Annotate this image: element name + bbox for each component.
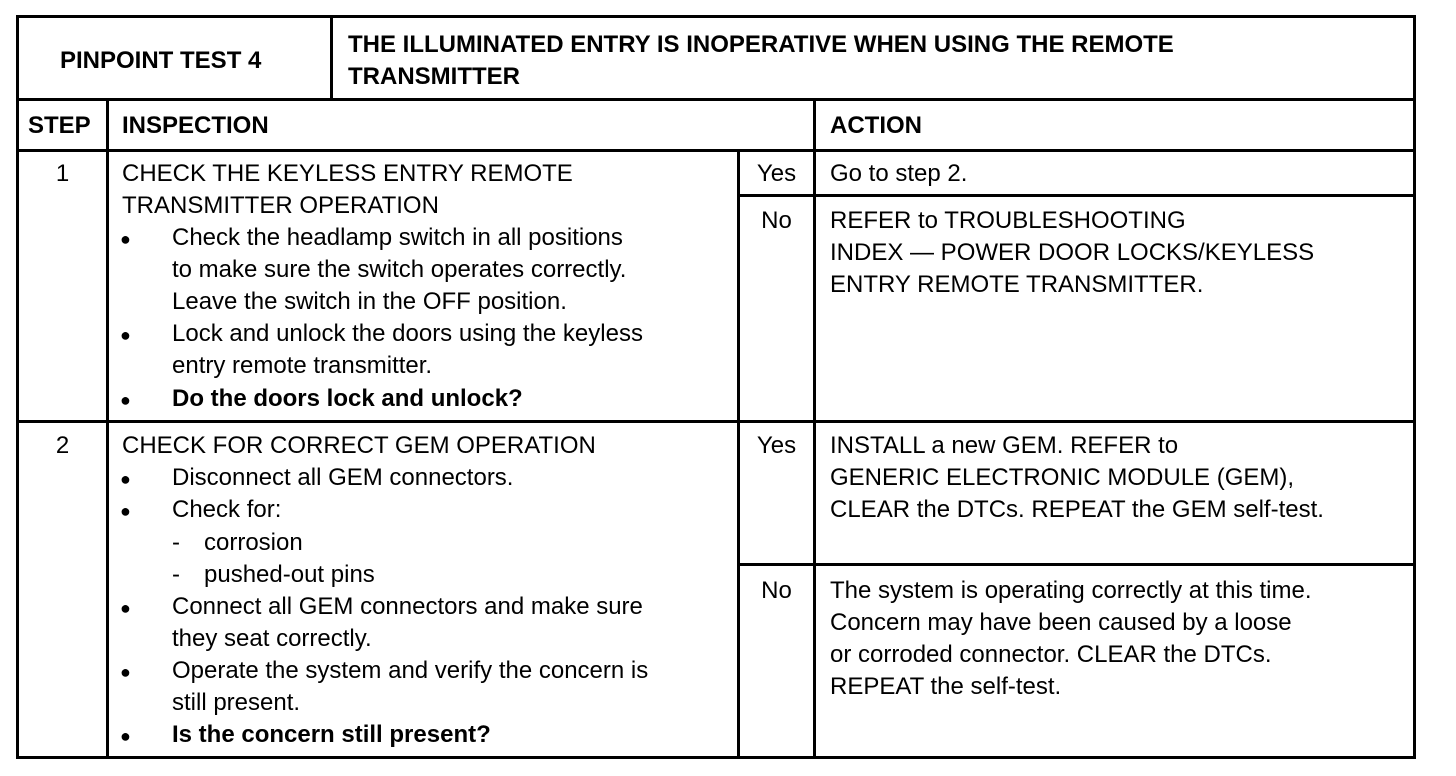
inspection-subline: pushed-out pins: [204, 561, 375, 588]
inspection-line: Check the headlamp switch in all positio…: [172, 224, 623, 251]
bullet-icon: ●: [120, 469, 131, 489]
inspection-line: Check for:: [172, 496, 282, 523]
no-label: No: [761, 207, 792, 234]
test-title-line2: TRANSMITTER: [348, 63, 520, 90]
inspection-line: entry remote transmitter.: [172, 352, 433, 379]
test-title-line1: THE ILLUMINATED ENTRY IS INOPERATIVE WHE…: [348, 31, 1174, 58]
inspection-question: Do the doors lock and unlock?: [172, 385, 523, 412]
dash-icon: -: [172, 561, 180, 588]
inspection-line: Connect all GEM connectors and make sure: [172, 593, 643, 620]
dash-icon: -: [172, 529, 180, 556]
action-line: Go to step 2.: [830, 160, 968, 187]
pinpoint-test-table: [16, 15, 1416, 759]
rule-action-divider: [813, 98, 816, 759]
column-header-action: ACTION: [830, 112, 922, 139]
action-line: REFER to TROUBLESHOOTING: [830, 207, 1186, 234]
action-line: GENERIC ELECTRONIC MODULE (GEM),: [830, 464, 1295, 491]
pinpoint-test-label: PINPOINT TEST 4: [60, 47, 262, 74]
action-line: INDEX — POWER DOOR LOCKS/KEYLESS: [830, 239, 1315, 266]
bullet-icon: ●: [120, 726, 131, 746]
action-line: The system is operating correctly at thi…: [830, 577, 1312, 604]
inspection-line: still present.: [172, 689, 301, 716]
inspection-title-line: TRANSMITTER OPERATION: [122, 192, 439, 219]
inspection-title-line: CHECK THE KEYLESS ENTRY REMOTE: [122, 160, 573, 187]
step-number: 2: [55, 432, 70, 459]
rule-colhead-bottom: [16, 149, 1416, 152]
inspection-title-line: CHECK FOR CORRECT GEM OPERATION: [122, 432, 596, 459]
bullet-icon: ●: [120, 229, 131, 249]
action-line: INSTALL a new GEM. REFER to: [830, 432, 1179, 459]
bullet-icon: ●: [120, 598, 131, 618]
yes-label: Yes: [756, 160, 797, 187]
inspection-line: they seat correctly.: [172, 625, 372, 652]
yes-label: Yes: [756, 432, 797, 459]
inspection-line: Operate the system and verify the concer…: [172, 657, 649, 684]
inspection-line: to make sure the switch operates correct…: [172, 256, 627, 283]
action-line: CLEAR the DTCs. REPEAT the GEM self-test…: [830, 496, 1324, 523]
bullet-icon: ●: [120, 662, 131, 682]
column-header-step: STEP: [28, 112, 91, 139]
action-line: REPEAT the self-test.: [830, 673, 1062, 700]
step-number: 1: [55, 160, 70, 187]
rule-header-divider: [330, 15, 333, 101]
rule-row2-yesno: [737, 563, 1416, 566]
inspection-line: Disconnect all GEM connectors.: [172, 464, 514, 491]
action-line: ENTRY REMOTE TRANSMITTER.: [830, 271, 1204, 298]
rule-step-divider: [106, 98, 109, 759]
rule-row1-yesno: [737, 194, 1416, 197]
rule-row1-bottom: [16, 420, 1416, 423]
rule-header-bottom: [16, 98, 1416, 101]
action-line: Concern may have been caused by a loose: [830, 609, 1292, 636]
inspection-question: Is the concern still present?: [172, 721, 491, 748]
bullet-icon: ●: [120, 325, 131, 345]
no-label: No: [761, 577, 792, 604]
inspection-subline: corrosion: [204, 529, 303, 556]
inspection-line: Lock and unlock the doors using the keyl…: [172, 320, 643, 347]
column-header-inspection: INSPECTION: [122, 112, 269, 139]
inspection-line: Leave the switch in the OFF position.: [172, 288, 567, 315]
action-line: or corroded connector. CLEAR the DTCs.: [830, 641, 1272, 668]
bullet-icon: ●: [120, 390, 131, 410]
bullet-icon: ●: [120, 501, 131, 521]
rule-yesno-divider: [737, 149, 740, 759]
